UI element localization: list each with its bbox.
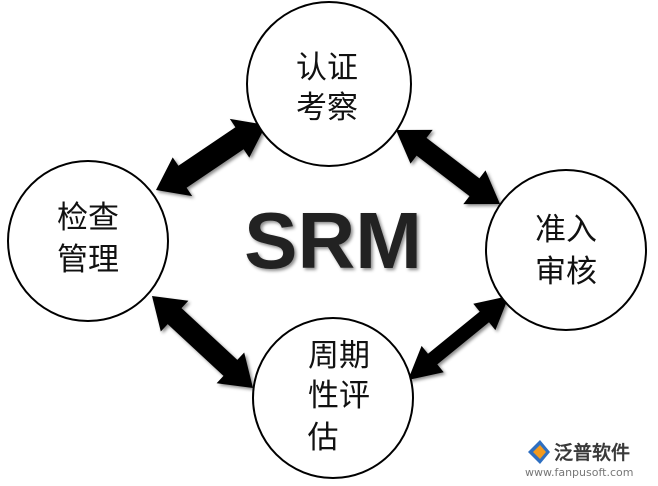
node-circle-bottom — [252, 317, 414, 479]
node-top: 认证 考察 — [296, 50, 358, 126]
node-circle-top — [246, 1, 412, 167]
arrow-top-left — [156, 118, 266, 197]
node-left-line-2: 管理 — [57, 242, 119, 278]
watermark: 泛普软件 www.fanpusoft.com — [525, 440, 633, 479]
arrow-bottom-right — [408, 296, 509, 380]
node-circle-right — [485, 169, 647, 331]
watermark-name: 泛普软件 — [554, 441, 630, 464]
node-left-line-1: 检查 — [57, 200, 119, 236]
node-right: 准入 审核 — [535, 212, 597, 290]
center-label: SRM — [244, 196, 422, 285]
arrows — [152, 118, 509, 388]
fanpu-logo-icon — [528, 440, 550, 464]
node-right-line-1: 准入 — [535, 212, 597, 248]
node-right-line-2: 审核 — [535, 254, 597, 290]
arrow-top-right — [396, 129, 500, 205]
node-circle-left — [7, 160, 169, 322]
node-top-line-1: 认证 — [296, 50, 358, 86]
node-bottom: 周期 性评 估 — [308, 338, 371, 456]
node-top-line-2: 考察 — [296, 90, 358, 126]
watermark-url: www.fanpusoft.com — [525, 466, 633, 479]
node-left: 检查 管理 — [57, 200, 119, 278]
node-bottom-line-1: 周期 — [308, 338, 370, 374]
arrow-bottom-left — [152, 296, 253, 388]
node-bottom-line-2: 性评 — [308, 378, 370, 414]
node-bottom-line-3: 估 — [308, 420, 339, 456]
